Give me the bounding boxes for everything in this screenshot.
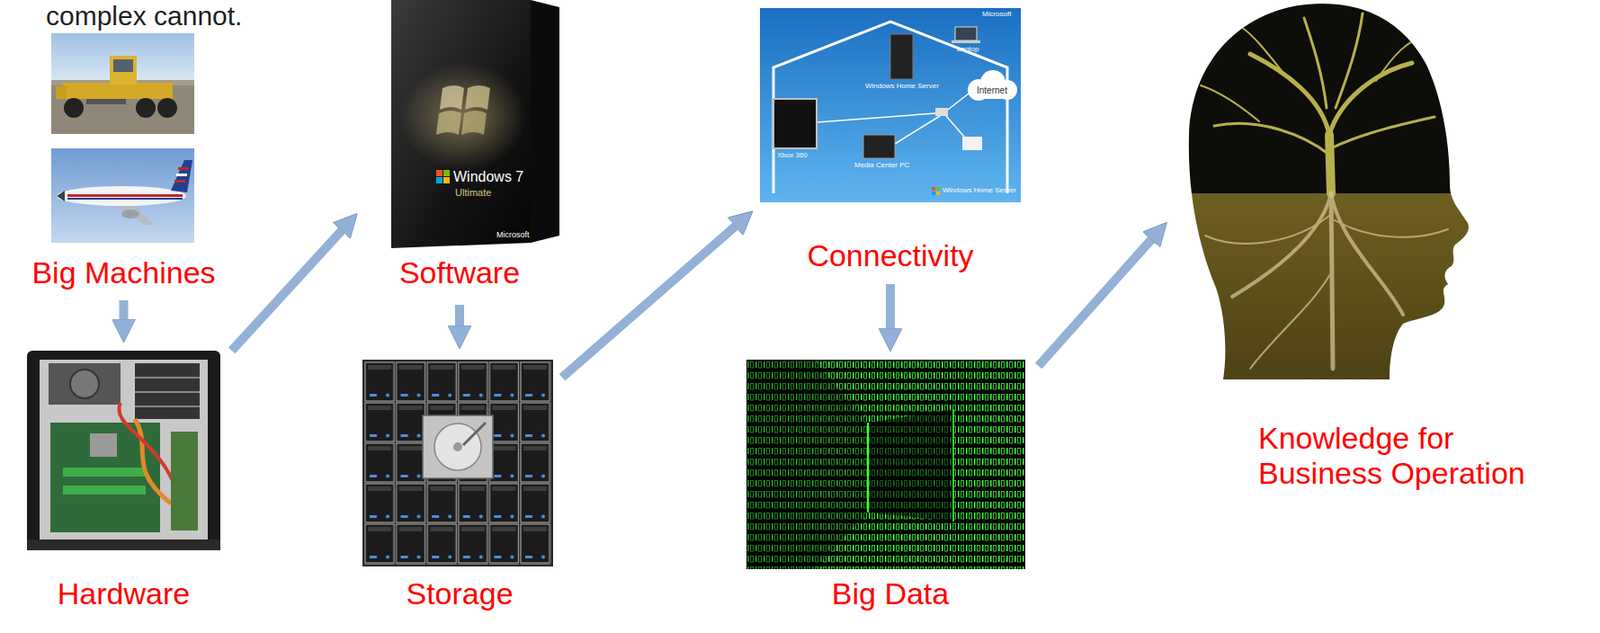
picture-text: Microsoft: [982, 10, 1011, 19]
picture-text: Windows Home Server: [942, 187, 1017, 196]
node-label: Knowledge for Business Operation: [1258, 420, 1556, 492]
picture-node: Big Machines: [17, 31, 230, 297]
heading-fragment: complex cannot.: [45, 0, 242, 31]
picture-text: Windows Home Server: [865, 82, 939, 91]
node-label: Software: [399, 255, 520, 291]
picture-node: Big Data: [744, 355, 1037, 626]
picture-text: Windows 7: [453, 169, 524, 186]
picture-node: Hardware: [17, 346, 230, 626]
node-label: Big Machines: [31, 255, 215, 291]
software-box-photo: [391, 0, 560, 249]
flow-arrow: [119, 300, 129, 322]
head-tree-picture: [1169, 0, 1480, 383]
picture-text: Media Center PC: [854, 161, 910, 170]
flow-arrow: [562, 225, 737, 378]
node-label: Hardware: [57, 576, 190, 612]
flow-arrow: [1038, 238, 1154, 367]
network-picture: [759, 8, 1021, 203]
flow-arrow: [885, 284, 895, 331]
node-label: Big Data: [831, 576, 949, 612]
picture-text: Ultimate: [455, 187, 492, 198]
grader-photo: [51, 33, 195, 135]
picture-node: Storage: [359, 352, 560, 626]
node-label: Connectivity: [806, 238, 974, 274]
storage-rack-photo: [362, 359, 554, 567]
picture-text: Laptop: [956, 45, 979, 54]
flow-arrow: [455, 304, 465, 328]
picture-node: Software: [359, 0, 560, 302]
pc-case-photo: [26, 350, 221, 551]
binary-matrix-picture: [746, 359, 1026, 570]
picture-text: Xbox 360: [777, 151, 808, 161]
picture-text: Internet: [976, 85, 1008, 96]
picture-node: Connectivity: [755, 4, 1026, 281]
node-label: Storage: [405, 576, 513, 612]
picture-text: Microsoft: [496, 231, 530, 241]
airplane-photo: [51, 148, 195, 243]
flow-arrow: [232, 229, 343, 351]
picture-node: Knowledge for Business Operation: [1169, 0, 1583, 511]
